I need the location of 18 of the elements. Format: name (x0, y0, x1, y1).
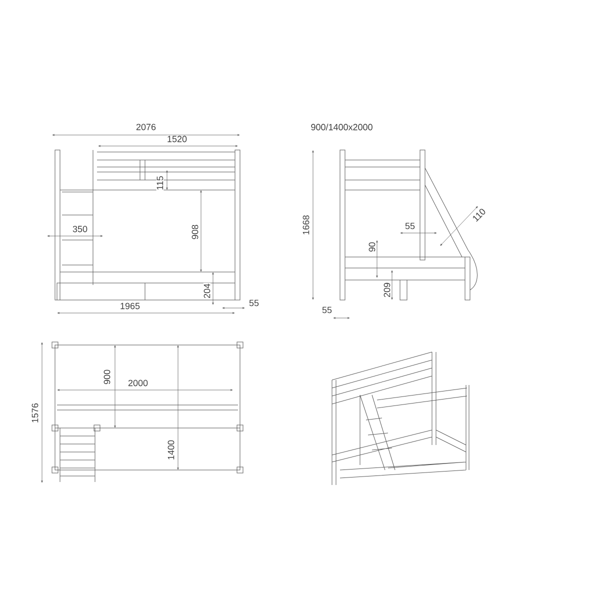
dimension-label: 1965 (120, 302, 141, 310)
dimension-label: 2000 (128, 379, 148, 387)
dimension-label: 1576 (31, 402, 39, 424)
dimension-label: 115 (156, 175, 164, 191)
dimension-label: 55 (248, 299, 260, 307)
dimension-label: 55 (322, 306, 332, 314)
dimension-label: 900 (103, 369, 111, 386)
dimension-label: 2076 (136, 123, 157, 131)
dimension-label: 204 (203, 283, 211, 300)
size-label: 900/1400x2000 (310, 123, 374, 131)
dimension-label: 209 (383, 282, 391, 298)
dimension-label: 110 (470, 206, 488, 224)
dimension-label: 1668 (302, 214, 310, 236)
dimension-label: 908 (191, 224, 199, 240)
dimension-label: 55 (404, 222, 416, 230)
dimension-label: 90 (368, 242, 376, 252)
dimension-label: 350 (72, 225, 88, 233)
dimension-label: 1400 (167, 440, 175, 461)
